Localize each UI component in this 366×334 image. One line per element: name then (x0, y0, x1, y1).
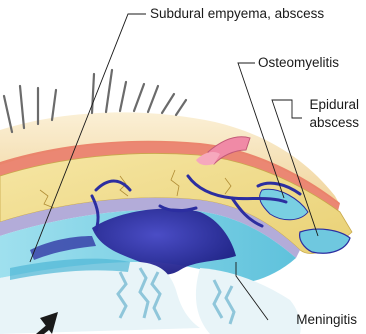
label-subdural-empyema: Subdural empyema, abscess (150, 7, 324, 22)
label-epidural-line1: Epidural (309, 98, 359, 113)
label-meningitis: Meningitis (296, 313, 357, 328)
label-epidural-line2: abscess (309, 116, 359, 131)
label-osteomyelitis: Osteomyelitis (258, 56, 339, 71)
